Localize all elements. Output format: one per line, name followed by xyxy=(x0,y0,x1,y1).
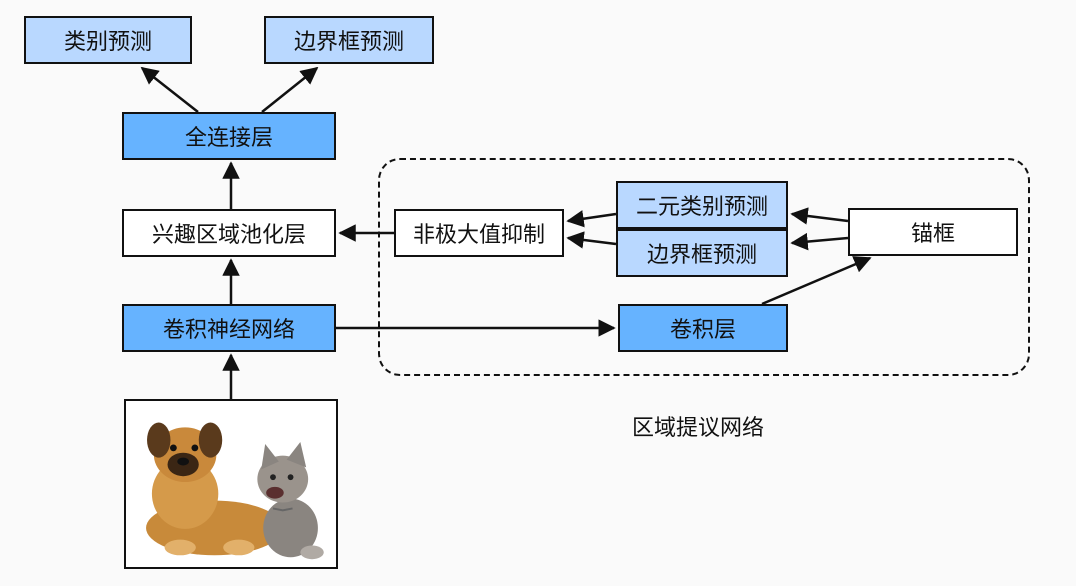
arrow-fc-to-bbox-pred xyxy=(261,66,319,113)
arrow-fc-to-class-pred xyxy=(140,66,199,113)
dog-and-kitten-illustration xyxy=(146,422,324,560)
input-image xyxy=(124,399,338,569)
node-cnn: 卷积神经网络 xyxy=(122,304,336,352)
node-bbox-prediction-rpn: 边界框预测 xyxy=(616,229,788,277)
region-proposal-network-label: 区域提议网络 xyxy=(632,416,765,441)
node-class-prediction: 类别预测 xyxy=(24,16,192,64)
node-fully-connected-layer: 全连接层 xyxy=(122,112,336,160)
node-nms: 非极大值抑制 xyxy=(394,209,564,257)
kitten-figure xyxy=(257,442,324,560)
node-binary-class-prediction: 二元类别预测 xyxy=(616,181,788,229)
node-roi-pooling-layer: 兴趣区域池化层 xyxy=(122,209,336,257)
node-conv-layer: 卷积层 xyxy=(618,304,788,352)
node-anchor-boxes: 锚框 xyxy=(848,208,1018,256)
region-proposal-network-boundary xyxy=(378,158,1030,376)
node-bbox-prediction-top: 边界框预测 xyxy=(264,16,434,64)
dog-figure xyxy=(146,422,283,556)
